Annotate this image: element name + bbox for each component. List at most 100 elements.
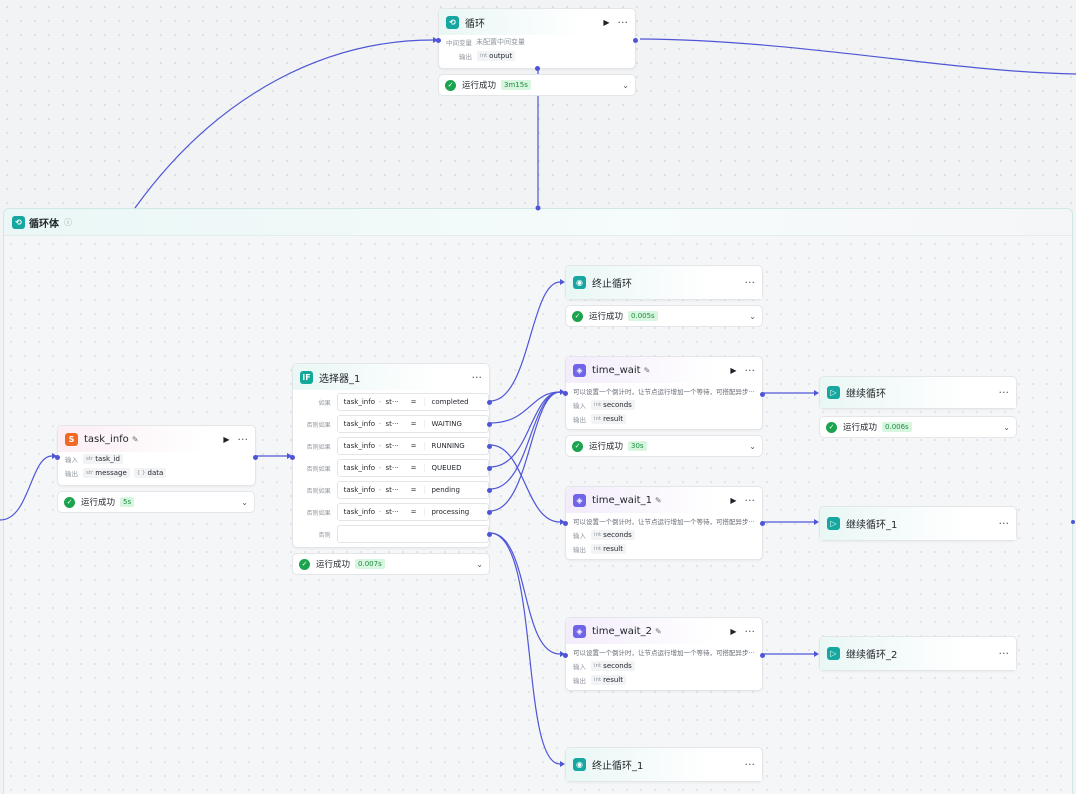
- more-icon[interactable]: ···: [471, 370, 483, 384]
- loop-body-handle[interactable]: [535, 66, 540, 71]
- selector-status[interactable]: ✓ 运行成功 0.007s ⌄: [292, 553, 490, 575]
- loop-body-header: ⟲ 循环体 ⓘ: [4, 209, 1072, 236]
- play-icon[interactable]: ▶: [603, 17, 610, 27]
- success-icon: ✓: [64, 496, 75, 508]
- duration-badge: 5s: [120, 497, 135, 507]
- task-info-status[interactable]: ✓ 运行成功 5s ⌄: [57, 491, 255, 513]
- stop-loop-1-node[interactable]: ◉ 终止循环_1 ···: [565, 747, 763, 782]
- task-info-header: S task_info ✎ ▶ ···: [58, 426, 255, 452]
- timer-icon: ◈: [573, 363, 586, 377]
- timer-icon: ◈: [573, 493, 586, 507]
- edit-icon[interactable]: ✎: [643, 365, 651, 375]
- else-handle[interactable]: [487, 532, 492, 537]
- elseif-handle-2[interactable]: [487, 444, 492, 449]
- selector-header: IF 选择器_1 ···: [293, 364, 489, 390]
- continue-icon: ▷: [827, 647, 840, 660]
- more-icon[interactable]: ···: [998, 647, 1010, 660]
- continue-loop-node[interactable]: ▷ 继续循环 ···: [819, 376, 1017, 409]
- task-info-input-handle[interactable]: [55, 455, 60, 460]
- success-icon: ✓: [572, 310, 583, 322]
- continue-loop-status[interactable]: ✓ 运行成功 0.006s ⌄: [819, 416, 1017, 438]
- loop-input-handle[interactable]: [436, 38, 441, 43]
- chevron-down-icon[interactable]: ⌄: [622, 80, 629, 90]
- if-handle[interactable]: [487, 400, 492, 405]
- play-icon[interactable]: ▶: [730, 495, 737, 505]
- time-wait-1-node[interactable]: ◈ time_wait_1 ✎ ▶ ··· 可以设置一个倒计时，让节点运行增加一…: [563, 486, 765, 560]
- time-wait-node[interactable]: ◈ time_wait ✎ ▶ ··· 可以设置一个倒计时，让节点运行增加一个等…: [563, 356, 765, 430]
- loop-output-handle[interactable]: [633, 38, 638, 43]
- time-wait-status[interactable]: ✓ 运行成功 30s ⌄: [565, 435, 763, 457]
- else-box[interactable]: [336, 525, 489, 543]
- condition-box[interactable]: task_info-st··· =completed: [336, 393, 489, 411]
- stop-loop-node[interactable]: ◉ 终止循环 ···: [565, 265, 763, 300]
- edit-icon[interactable]: ✎: [654, 495, 662, 505]
- info-icon[interactable]: ⓘ: [64, 217, 72, 227]
- task-info-title: task_info: [84, 433, 129, 445]
- stop-loop-status[interactable]: ✓ 运行成功 0.005s ⌄: [565, 305, 763, 327]
- duration-badge: 3m15s: [501, 80, 531, 90]
- condition-box[interactable]: task_info-st··· =RUNNING: [336, 437, 489, 455]
- time-wait-2-output-handle[interactable]: [760, 653, 765, 658]
- duration-badge: 30s: [628, 441, 647, 451]
- chevron-down-icon[interactable]: ⌄: [749, 441, 756, 451]
- chevron-down-icon[interactable]: ⌄: [1003, 422, 1010, 432]
- success-icon: ✓: [299, 558, 310, 570]
- continue-icon: ▷: [827, 386, 840, 399]
- time-wait-output-handle[interactable]: [760, 392, 765, 397]
- selector-title: 选择器_1: [319, 373, 361, 385]
- loop-body-title: 循环体: [29, 218, 59, 230]
- time-wait-1-output-handle[interactable]: [760, 521, 765, 526]
- more-icon[interactable]: ···: [998, 386, 1010, 399]
- time-wait-2-node[interactable]: ◈ time_wait_2 ✎ ▶ ··· 可以设置一个倒计时，让节点运行增加一…: [563, 617, 765, 691]
- more-icon[interactable]: ···: [744, 276, 756, 289]
- more-icon[interactable]: ···: [744, 624, 756, 638]
- play-icon[interactable]: ▶: [223, 434, 230, 444]
- play-icon[interactable]: ▶: [730, 365, 737, 375]
- condition-row: 如果 task_info-st··· =completed: [293, 391, 489, 413]
- edit-icon[interactable]: ✎: [131, 434, 139, 444]
- chevron-down-icon[interactable]: ⌄: [749, 311, 756, 321]
- success-icon: ✓: [826, 421, 837, 433]
- if-icon: IF: [300, 370, 313, 384]
- continue-loop-2-node[interactable]: ▷ 继续循环_2 ···: [819, 636, 1017, 671]
- condition-box[interactable]: task_info-st··· =WAITING: [336, 415, 489, 433]
- more-icon[interactable]: ···: [744, 758, 756, 771]
- play-icon[interactable]: ▶: [730, 626, 737, 636]
- loop-node-title: 循环: [465, 18, 485, 30]
- more-icon[interactable]: ···: [998, 517, 1010, 530]
- elseif-handle-3[interactable]: [487, 466, 492, 471]
- more-icon[interactable]: ···: [744, 493, 756, 507]
- success-icon: ✓: [572, 440, 583, 452]
- timer-icon: ◈: [573, 624, 586, 638]
- condition-box[interactable]: task_info-st··· =QUEUED: [336, 459, 489, 477]
- loop-status[interactable]: ✓ 运行成功 3m15s ⌄: [438, 74, 636, 96]
- edge-group-to-loop: [134, 39, 434, 209]
- elseif-handle-1[interactable]: [487, 422, 492, 427]
- selector-input-handle[interactable]: [290, 455, 295, 460]
- time-wait-1-input-handle[interactable]: [563, 521, 568, 526]
- duration-badge: 0.006s: [882, 422, 912, 432]
- edge-loop-out: [639, 38, 1076, 75]
- continue-loop-1-node[interactable]: ▷ 继续循环_1 ···: [819, 506, 1017, 541]
- stop-icon: ◉: [573, 276, 586, 289]
- chevron-down-icon[interactable]: ⌄: [241, 497, 248, 507]
- more-icon[interactable]: ···: [237, 432, 249, 446]
- more-icon[interactable]: ···: [744, 363, 756, 377]
- condition-box[interactable]: task_info-st··· =pending: [336, 481, 489, 499]
- selector-node[interactable]: IF 选择器_1 ··· 如果 task_info-st··· =complet…: [290, 363, 492, 548]
- edit-icon[interactable]: ✎: [654, 626, 662, 636]
- continue-icon: ▷: [827, 517, 840, 530]
- task-info-output-handle[interactable]: [253, 455, 258, 460]
- condition-box[interactable]: task_info-st··· =processing: [336, 503, 489, 521]
- elseif-handle-4[interactable]: [487, 488, 492, 493]
- elseif-handle-5[interactable]: [487, 510, 492, 515]
- chevron-down-icon[interactable]: ⌄: [476, 559, 483, 569]
- time-wait-input-handle[interactable]: [563, 391, 568, 396]
- time-wait-2-input-handle[interactable]: [563, 653, 568, 658]
- more-icon[interactable]: ···: [617, 15, 629, 29]
- condition-row: 否则如果 task_info-st··· =QUEUED: [293, 457, 489, 479]
